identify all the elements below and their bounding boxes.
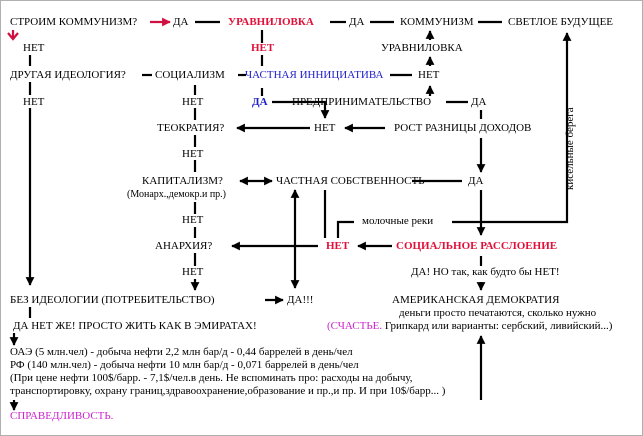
node-no-red-2: НЕТ (326, 240, 350, 252)
node-bright-future: СВЕТЛОЕ БУДУЩЕЕ (508, 16, 614, 28)
node-anarchy: АНАРХИЯ? (155, 240, 213, 252)
line-milk-rivers-right (469, 208, 569, 224)
node-no-8: НЕТ (182, 266, 204, 278)
node-no-red-1: НЕТ (251, 42, 275, 54)
note-rf: РФ (140 млн.чел) - добыча нефти 10 млн б… (10, 359, 359, 371)
node-no-7: НЕТ (182, 214, 204, 226)
node-social-stratification: СОЦИАЛЬНОЕ РАССЛОЕНИЕ (396, 240, 558, 252)
node-no-4: НЕТ (182, 96, 204, 108)
node-yes-1: ДА (173, 16, 189, 28)
node-equalizing: УРАВНИЛОВКА (228, 16, 314, 28)
node-milk-shores: кисельные берега (564, 107, 576, 190)
node-entrepreneurship: ПРЕДПРИНИМАТЕЛЬСТВО (292, 96, 432, 108)
node-yes-3: ДА (471, 96, 487, 108)
node-no-ideology: БЕЗ ИДЕОЛОГИИ (ПОТРЕБИТЕЛЬСТВО) (10, 294, 215, 306)
happiness-label: (СЧАСТЬЕ. (327, 320, 383, 332)
node-building-communism: СТРОИМ КОММУНИЗМ? (10, 16, 138, 28)
node-no-5: НЕТ (314, 122, 336, 134)
node-no-2: НЕТ (418, 69, 440, 81)
chevron-red-down (7, 32, 19, 41)
note-uae: ОАЭ (5 млн.чел) - добыча нефти 2,2 млн б… (10, 346, 353, 358)
node-justice: СПРАВЕДЛИВОСТЬ. (10, 410, 114, 422)
arrow-entrepreneurship-no (290, 100, 330, 119)
node-american-democracy: АМЕРИКАНСКАЯ ДЕМОКРАТИЯ (392, 294, 560, 306)
node-yes-2: ДА (349, 16, 365, 28)
node-capitalism: КАПИТАЛИЗМ? (142, 175, 223, 187)
node-other-ideology: ДРУГАЯ ИДЕОЛОГИЯ? (10, 69, 126, 81)
node-yes-blue: ДА (252, 96, 268, 108)
node-capitalism-note: (Монарх.,демокр.и пр.) (127, 189, 227, 200)
node-income-growth: РОСТ РАЗНИЦЫ ДОХОДОВ (394, 122, 532, 134)
node-equalizing-2: УРАВНИЛОВКА (381, 42, 463, 54)
node-emirates: ДА НЕТ ЖЕ! ПРОСТО ЖИТЬ КАК В ЭМИРАТАХ! (13, 320, 257, 332)
node-yes-excl: ДА!!! (287, 294, 314, 306)
note-price-2: транспортировку, охрану границ,здравоохр… (10, 385, 446, 397)
node-no-3: НЕТ (23, 96, 45, 108)
node-private-initiative: ЧАСТНАЯ ИННИЦИАТИВА (245, 69, 384, 81)
node-milk-rivers: молочные реки (362, 215, 434, 227)
node-communism: КОММУНИЗМ (400, 16, 474, 28)
line-no-milk-rivers (336, 220, 354, 238)
node-no-6: НЕТ (182, 148, 204, 160)
node-no-1: НЕТ (23, 42, 45, 54)
node-private-property: ЧАСТНАЯ СОБСТВЕННОСТЬ (276, 175, 425, 187)
happiness-rest: Грипкард или варианты: сербский, ливийск… (382, 320, 613, 332)
node-money-printed: деньги просто печатаются, сколько нужно (399, 307, 597, 319)
node-yes-but: ДА! НО так, как будто бы НЕТ! (411, 266, 560, 278)
node-happiness: (СЧАСТЬЕ. Грипкард или варианты: сербски… (327, 320, 612, 333)
node-theocracy: ТЕОКРАТИЯ? (157, 122, 225, 134)
node-yes-4: ДА (468, 175, 484, 187)
node-socialism: СОЦИАЛИЗМ (155, 69, 225, 81)
note-price-1: (При цене нефти 100$/барр. - 7,1$/чел.в … (10, 372, 413, 384)
